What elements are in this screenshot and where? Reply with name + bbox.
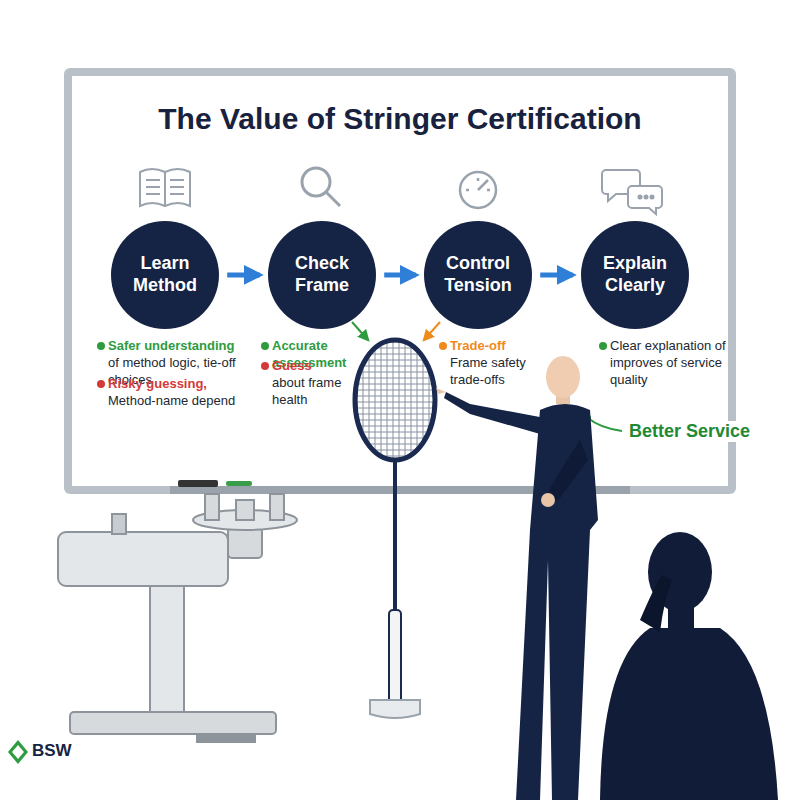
bullet-phrase: Risky guessing, xyxy=(108,376,207,391)
bullet-dot xyxy=(97,342,105,350)
bullet-phrase: Frame safety trade-offs xyxy=(450,355,526,387)
bullet-dot xyxy=(97,380,105,388)
presenter-figure xyxy=(436,356,598,800)
marker xyxy=(226,481,252,486)
speech-icon xyxy=(602,170,662,214)
viewer-silhouette xyxy=(600,532,778,800)
pointer-arrow xyxy=(352,322,368,340)
bullet-dot xyxy=(439,342,447,350)
book-icon xyxy=(140,169,190,206)
bullet-phrase: Method-name depend xyxy=(108,393,235,408)
step-label: Explain Clearly xyxy=(593,253,677,296)
step-label: Check Frame xyxy=(280,253,364,296)
bullet-phrase: Guess xyxy=(272,358,312,373)
step-label: Learn Method xyxy=(123,253,207,296)
bullet-text: Clear explanation of improves of service… xyxy=(610,338,728,389)
step-circle: Control Tension xyxy=(424,221,532,329)
flow-arrow xyxy=(227,272,260,277)
badminton-racket xyxy=(353,338,437,718)
bullet-dot xyxy=(599,342,607,350)
logo-text: BSW xyxy=(32,741,72,761)
bullet-phrase: Trade-off xyxy=(450,338,506,353)
outcome-label: Better Service xyxy=(626,421,753,442)
step-label: Control Tension xyxy=(436,253,520,296)
board-title: The Value of Stringer Certification xyxy=(70,102,730,136)
flow-arrow xyxy=(540,272,573,277)
pointer-arrow xyxy=(424,322,440,340)
stringing-machine xyxy=(58,494,297,743)
flow-arrow xyxy=(384,272,416,277)
bullet-phrase: Clear explanation of improves of service… xyxy=(610,338,726,387)
bullet-dot xyxy=(261,342,269,350)
gauge-icon xyxy=(460,172,496,208)
bullet-phrase: about frame health xyxy=(272,375,341,407)
leader-line xyxy=(588,418,622,431)
magnifier-icon xyxy=(302,168,340,206)
bullet-text: Risky guessing, Method-name depend xyxy=(108,376,240,410)
step-circle: Check Frame xyxy=(268,221,376,329)
bullet-text: Trade-off Frame safety trade-offs xyxy=(450,338,546,389)
bullet-phrase: Safer understanding xyxy=(108,338,234,353)
marker xyxy=(178,480,218,487)
step-circle: Explain Clearly xyxy=(581,221,689,329)
bullet-text: Guess about frame health xyxy=(272,358,344,409)
step-circle: Learn Method xyxy=(111,221,219,329)
logo-mark xyxy=(8,740,28,764)
racket-stand xyxy=(370,700,420,718)
bullet-dot xyxy=(261,362,269,370)
